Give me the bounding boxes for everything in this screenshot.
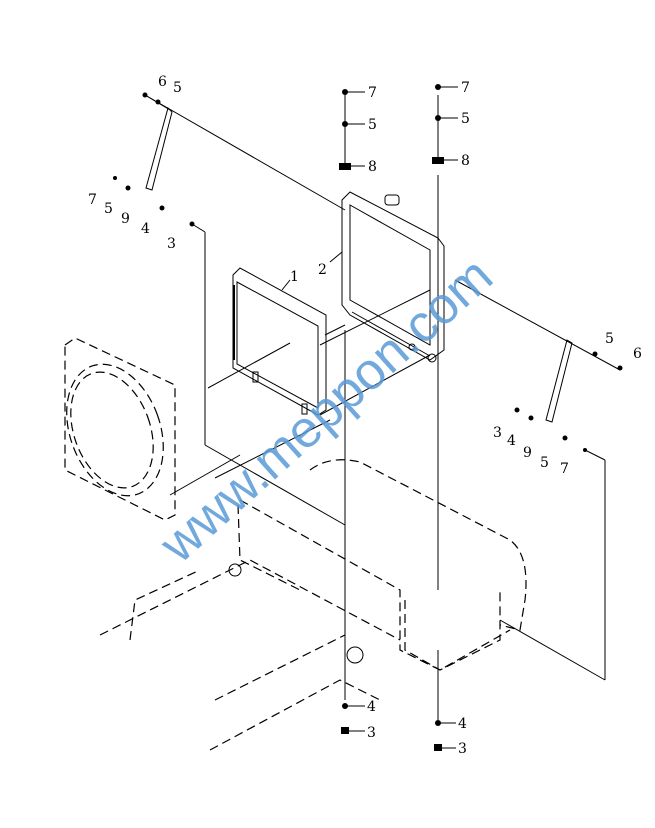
callout-3: 3 xyxy=(458,741,467,757)
fan-shroud xyxy=(64,337,176,521)
callout-1: 1 xyxy=(290,269,299,285)
callout-5: 5 xyxy=(461,111,470,127)
callout-4: 4 xyxy=(367,699,376,715)
callout-leaders xyxy=(281,86,458,749)
callout-3: 3 xyxy=(167,236,176,252)
radiator-part-2 xyxy=(341,191,445,363)
stay-rods xyxy=(145,107,573,423)
callout-4: 4 xyxy=(458,716,467,732)
callout-5: 5 xyxy=(605,331,614,347)
watermark: www.meppon.com xyxy=(148,247,503,575)
callout-3: 3 xyxy=(367,725,376,741)
callout-2: 2 xyxy=(318,262,327,278)
guard-part-1 xyxy=(232,267,327,416)
callout-6: 6 xyxy=(633,346,642,362)
callout-7: 7 xyxy=(560,461,569,477)
assembly-lines xyxy=(144,94,621,720)
callout-9: 9 xyxy=(523,445,532,461)
tractor-frame xyxy=(99,459,527,751)
callout-3: 3 xyxy=(493,425,502,441)
callout-7: 7 xyxy=(461,80,470,96)
callout-4: 4 xyxy=(141,221,150,237)
callout-8: 8 xyxy=(368,159,377,175)
callout-9: 9 xyxy=(121,211,130,227)
callout-6: 6 xyxy=(158,74,167,90)
callout-4: 4 xyxy=(507,433,516,449)
callout-7: 7 xyxy=(88,192,97,208)
fasteners xyxy=(113,84,623,751)
callout-5: 5 xyxy=(104,201,113,217)
callout-labels: 6 5 7 7 5 5 8 8 7 5 9 4 3 2 1 5 6 3 4 9 … xyxy=(88,74,642,757)
callout-8: 8 xyxy=(461,153,470,169)
callout-5: 5 xyxy=(173,80,182,96)
callout-5: 5 xyxy=(368,117,377,133)
callout-7: 7 xyxy=(368,85,377,101)
callout-5: 5 xyxy=(540,455,549,471)
